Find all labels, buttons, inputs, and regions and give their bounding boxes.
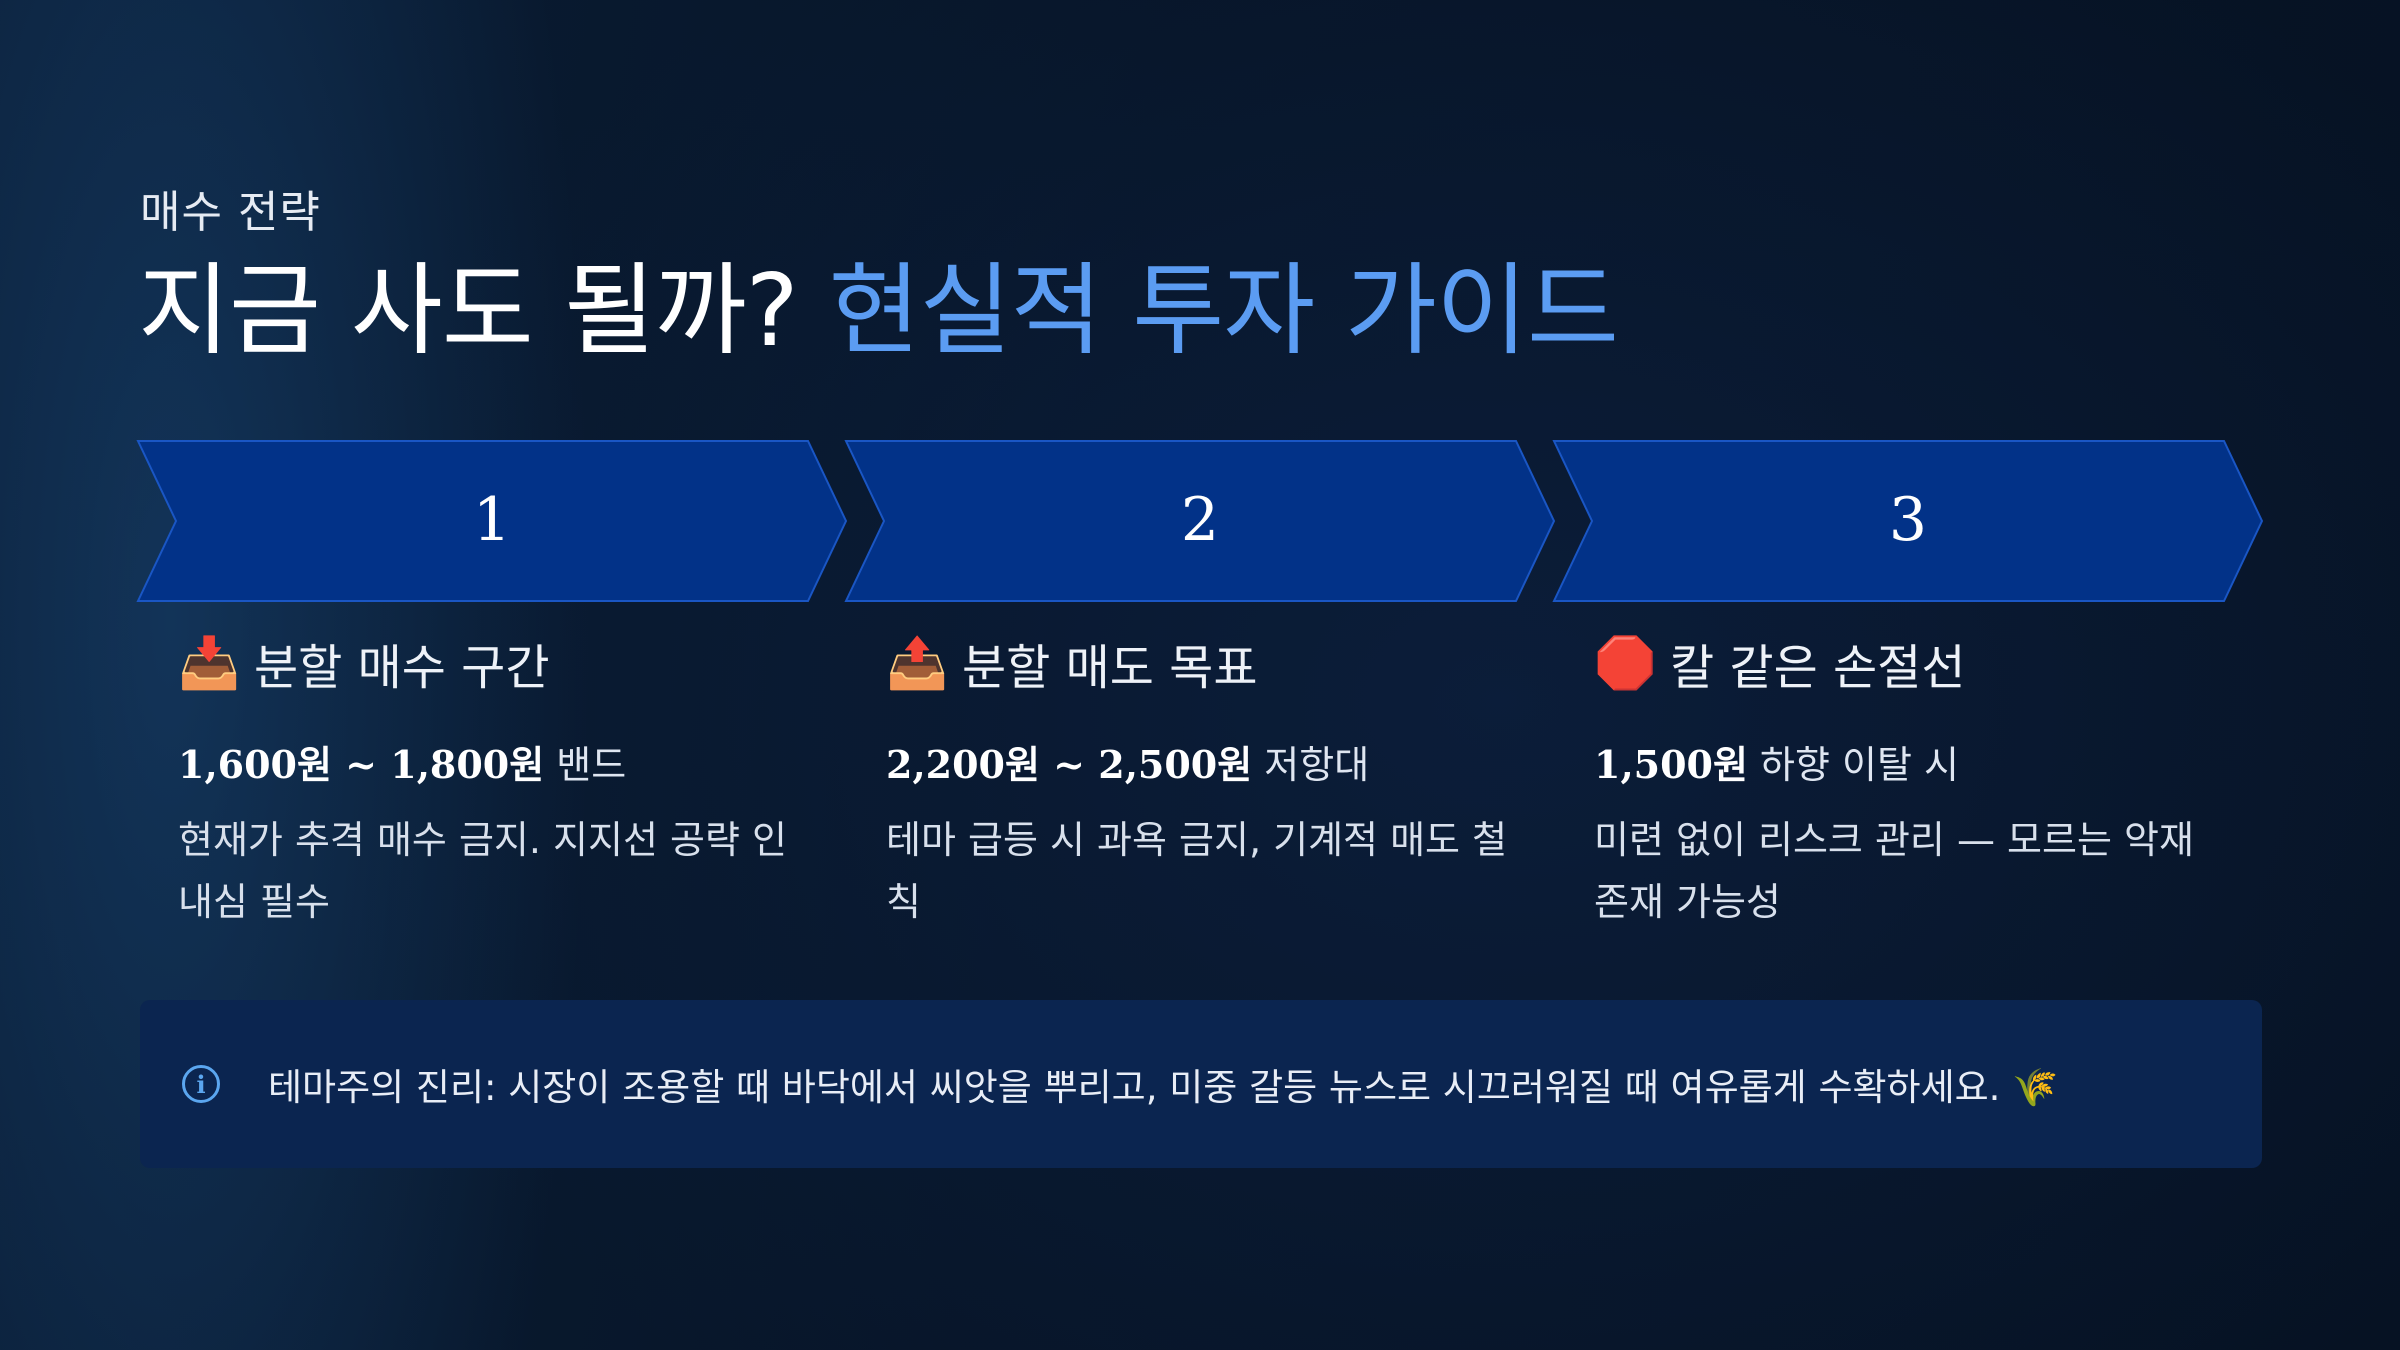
step-number-3: 3 xyxy=(1888,485,1928,555)
info-callout: i 테마주의 진리: 시장이 조용할 때 바닥에서 씨앗을 뿌리고, 미중 갈등… xyxy=(140,1000,2262,1168)
info-text: 테마주의 진리: 시장이 조용할 때 바닥에서 씨앗을 뿌리고, 미중 갈등 뉴… xyxy=(268,1066,2059,1109)
step-description: 미련 없이 리스크 관리 — 모르는 악재 존재 가능성 xyxy=(1594,818,2194,924)
inbox-tray-icon: 📥 xyxy=(178,633,241,692)
page-title: 지금 사도 될까? 현실적 투자 가이드 xyxy=(138,256,1619,366)
stop-sign-icon: 🛑 xyxy=(1594,633,1657,692)
title-accent: 현실적 투자 가이드 xyxy=(828,252,1619,369)
step-description: 테마 급등 시 과욕 금지, 기계적 매도 철 칙 xyxy=(886,818,1508,924)
step-number-1: 1 xyxy=(472,485,512,555)
info-circle-icon: i xyxy=(182,1065,220,1103)
title-main: 지금 사도 될까? xyxy=(138,252,799,369)
step-title: 칼 같은 손절선 xyxy=(1670,640,1966,696)
step-description: 현재가 추격 매수 금지. 지지선 공략 인 내심 필수 xyxy=(178,818,787,924)
step-card-2: 📤 분할 매도 목표 2,200원 ~ 2,500원 저항대 테마 급등 시 과… xyxy=(886,628,1526,933)
step-title: 분할 매도 목표 xyxy=(962,640,1258,696)
outbox-tray-icon: 📤 xyxy=(886,633,949,692)
price-range: 1,600원 ~ 1,800원 밴드 xyxy=(178,742,627,787)
step-title: 분할 매수 구간 xyxy=(254,640,550,696)
step-card-3: 🛑 칼 같은 손절선 1,500원 하향 이탈 시 미련 없이 리스크 관리 —… xyxy=(1594,628,2234,933)
price-range: 2,200원 ~ 2,500원 저항대 xyxy=(886,742,1370,787)
kicker: 매수 전략 xyxy=(140,187,321,238)
step-number-2: 2 xyxy=(1180,485,1220,555)
step-card-1: 📥 분할 매수 구간 1,600원 ~ 1,800원 밴드 현재가 추격 매수 … xyxy=(178,628,818,933)
price-range: 1,500원 하향 이탈 시 xyxy=(1594,742,1960,787)
